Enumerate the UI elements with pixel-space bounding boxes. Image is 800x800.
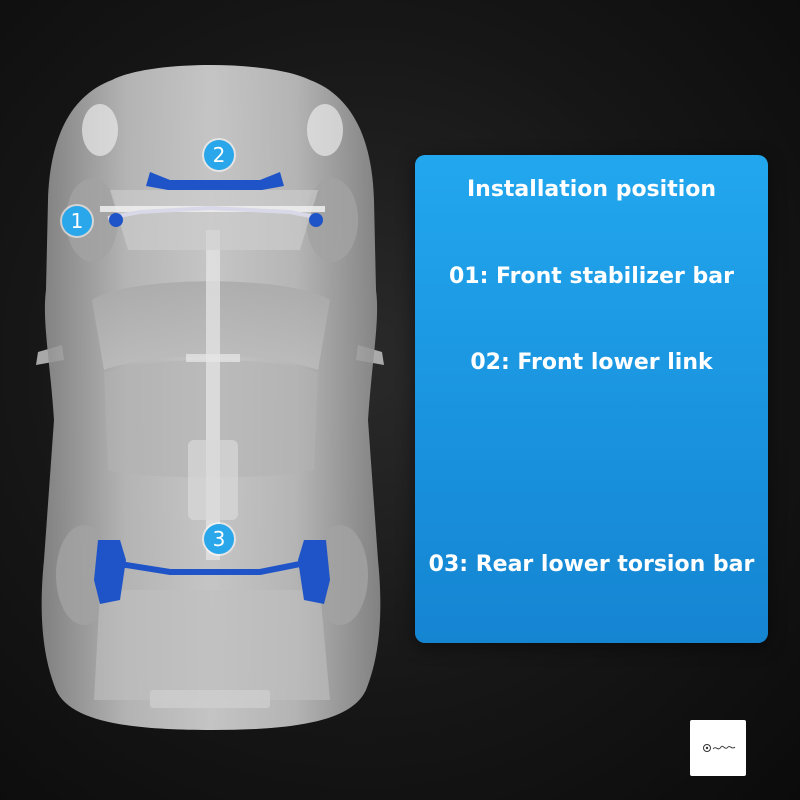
cross-member xyxy=(186,354,240,362)
installation-panel: Installation position 01: Front stabiliz… xyxy=(415,155,768,643)
right-headlight xyxy=(307,104,343,156)
marker-1: 1 xyxy=(62,206,92,236)
item-rear-lower-torsion-bar: 03: Rear lower torsion bar xyxy=(428,552,755,577)
rear-right-bracket xyxy=(298,540,330,604)
rear-grille xyxy=(150,690,270,708)
gearbox xyxy=(188,440,238,520)
front-stabilizer-left-end xyxy=(109,213,123,227)
front-strut-brace xyxy=(146,172,284,190)
rear-torsion-bar xyxy=(119,561,301,575)
marker-2: 2 xyxy=(204,140,234,170)
item-front-lower-link: 02: Front lower link xyxy=(470,350,713,375)
front-stabilizer-bar xyxy=(107,205,321,220)
panel-title: Installation position xyxy=(466,177,717,202)
front-stabilizer-right-end xyxy=(309,213,323,227)
front-left-wheel xyxy=(66,178,118,262)
rear-engine xyxy=(94,590,330,700)
front-right-wheel xyxy=(306,178,358,262)
left-headlight xyxy=(82,104,118,156)
rear-left-bracket xyxy=(94,540,126,604)
brand-logo-icon xyxy=(703,744,736,752)
item-front-stabilizer-bar: 01: Front stabilizer bar xyxy=(448,264,734,289)
brand-logo xyxy=(690,720,746,776)
marker-3: 3 xyxy=(204,524,234,554)
front-subframe xyxy=(110,190,318,250)
